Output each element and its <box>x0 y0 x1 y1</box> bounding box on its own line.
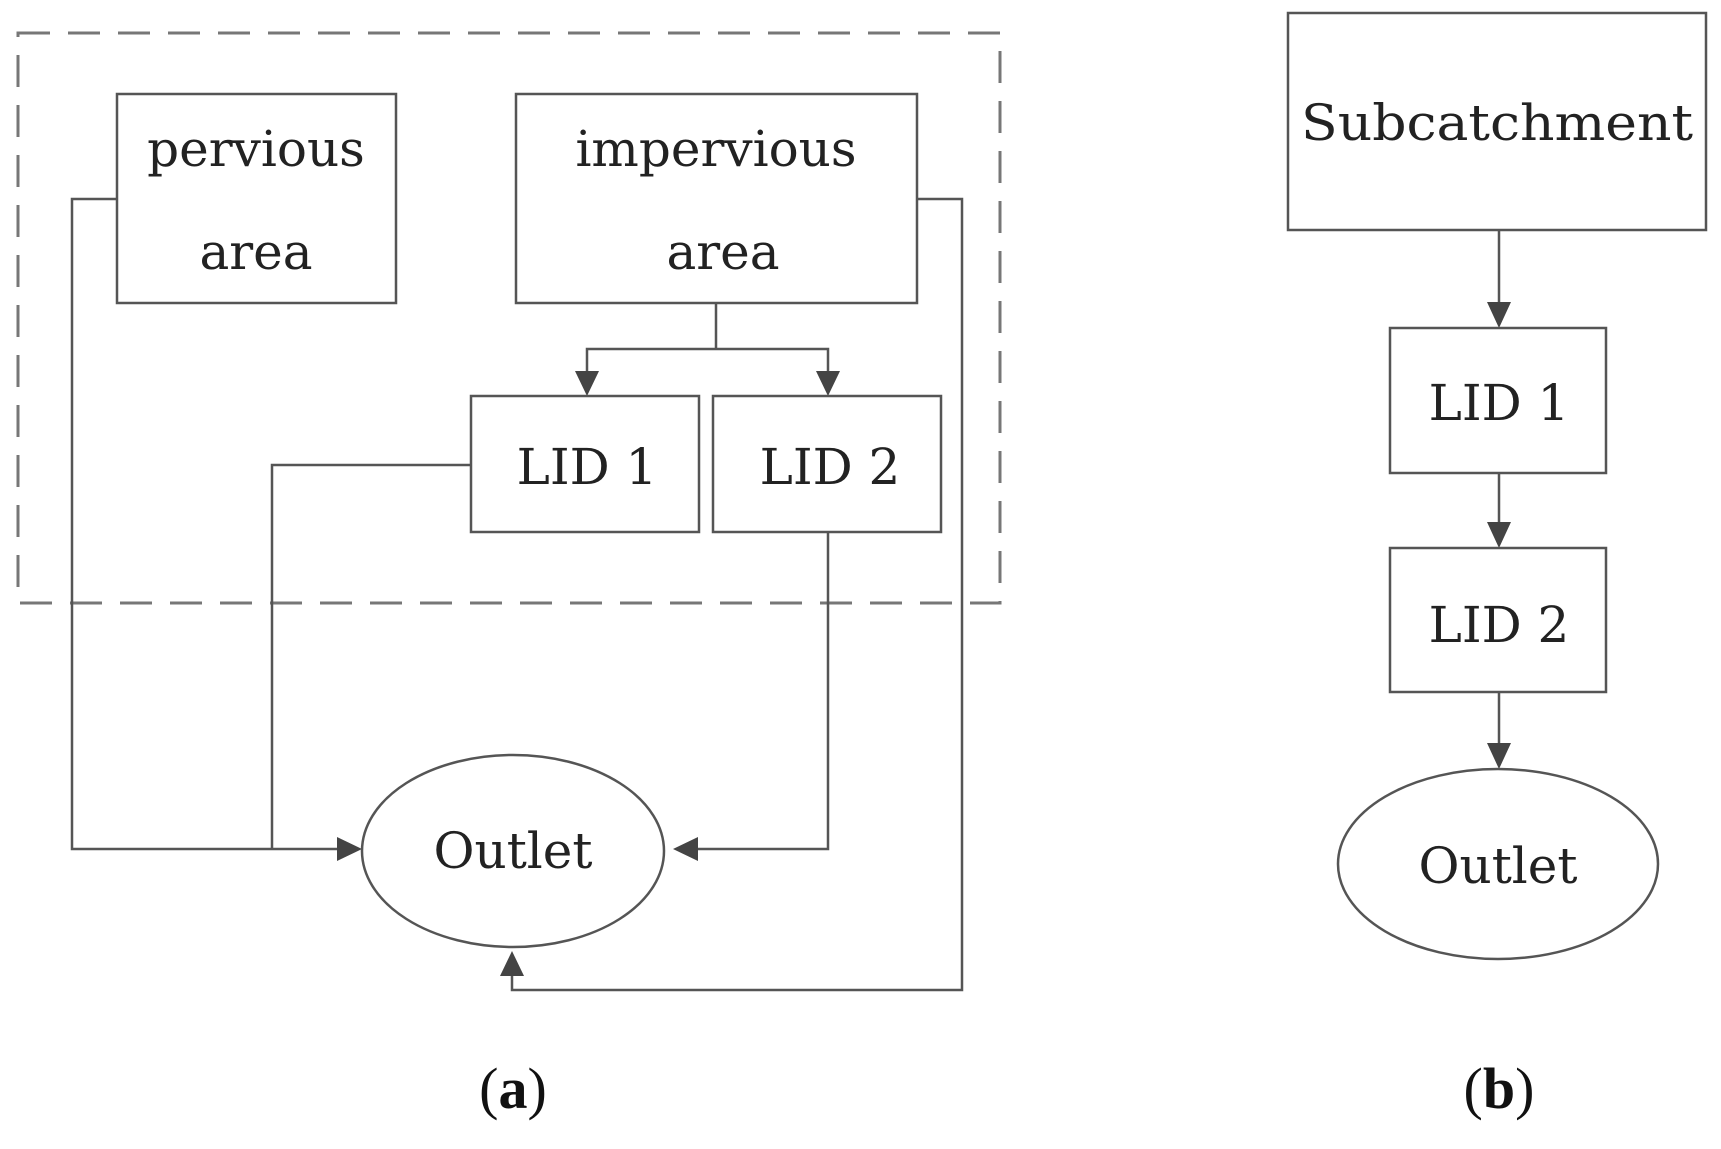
pervious-area-label-line2: area <box>199 223 312 281</box>
subcatchment-label: Subcatchment <box>1301 94 1693 152</box>
impervious-bypass-line <box>510 197 964 992</box>
panel-a-caption: (a) <box>479 1056 547 1121</box>
arrowhead-outlet-left <box>337 837 362 861</box>
panel-a: pervious area impervious area LID 1 LID … <box>16 31 1002 1121</box>
arrowhead-outlet-bottom <box>500 951 524 976</box>
panel-b-caption-open: ( <box>1464 1056 1483 1121</box>
impervious-area-label-line2: area <box>666 223 779 281</box>
arrowhead-b-to-lid1 <box>1487 302 1511 328</box>
panel-b-caption-close: ) <box>1515 1056 1534 1121</box>
arrowhead-b-to-outlet <box>1487 743 1511 769</box>
lid2-to-outlet-line <box>693 532 830 851</box>
lid1-label: LID 1 <box>517 438 658 496</box>
lid2-box-b <box>1388 546 1608 694</box>
pervious-area-box <box>115 92 398 305</box>
panel-a-caption-open: ( <box>479 1056 498 1121</box>
lid1-box-b <box>1388 326 1608 475</box>
arrowhead-to-lid2 <box>816 371 840 396</box>
lid2-box <box>711 394 943 534</box>
outlet-label-b: Outlet <box>1419 837 1578 895</box>
lid1-label-b: LID 1 <box>1429 374 1570 432</box>
lid2-label-b: LID 2 <box>1429 596 1570 654</box>
panel-b-caption: (b) <box>1464 1056 1535 1121</box>
impervious-area-label-line1: impervious <box>575 120 856 178</box>
outlet-label: Outlet <box>434 822 593 880</box>
lid2-label: LID 2 <box>760 438 901 496</box>
pervious-area-label-line1: pervious <box>147 120 365 178</box>
arrowhead-to-lid1 <box>575 371 599 396</box>
pervious-to-outlet-line <box>70 197 342 851</box>
panel-b-caption-letter: b <box>1483 1056 1515 1121</box>
lid1-box <box>469 394 701 534</box>
panel-b: Subcatchment LID 1 LID 2 Outlet (b) <box>1286 11 1708 1121</box>
subcatchment-box <box>1286 11 1708 232</box>
impervious-area-box <box>514 92 919 305</box>
split-to-lid1-line <box>585 347 716 375</box>
panel-a-caption-letter: a <box>499 1056 528 1121</box>
split-to-lid2-line <box>716 347 830 375</box>
outlet-ellipse-b <box>1336 767 1660 961</box>
panel-a-caption-close: ) <box>528 1056 547 1121</box>
subcatchment-boundary <box>16 31 1002 605</box>
outlet-ellipse <box>360 753 666 949</box>
arrowhead-b-to-lid2 <box>1487 522 1511 548</box>
lid1-to-outlet-line <box>270 463 471 849</box>
arrowhead-outlet-right <box>673 837 698 861</box>
